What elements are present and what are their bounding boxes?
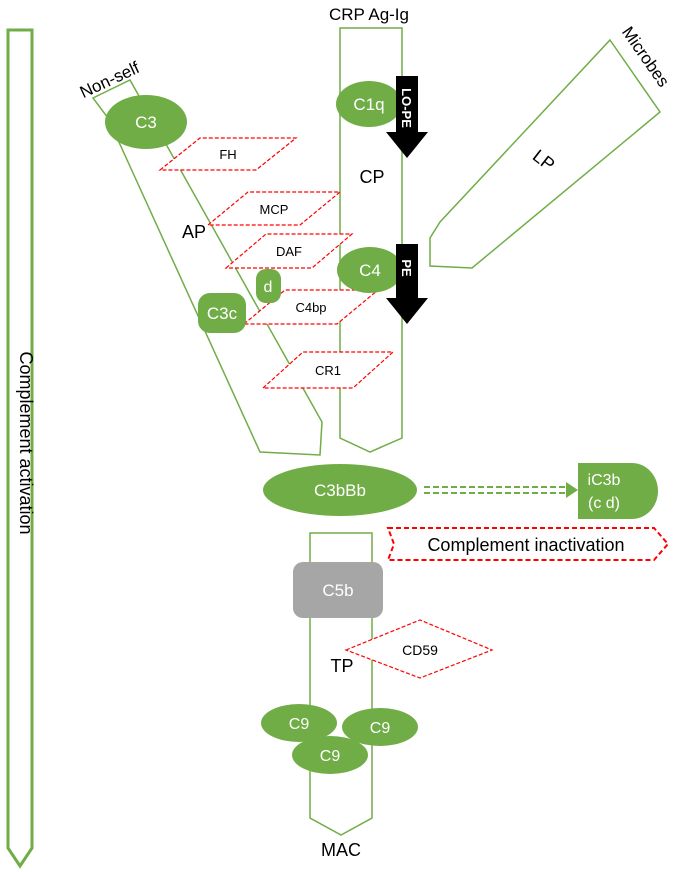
ic3b-label-line1: iC3b xyxy=(588,472,621,489)
regulator-daf: DAF xyxy=(224,233,354,269)
component-c3c-d: C3c d xyxy=(198,269,281,333)
mac-label: MAC xyxy=(321,840,361,860)
complement-activation-bar xyxy=(6,28,34,869)
component-c3bbb: C3bBb xyxy=(263,464,417,516)
cr1-label: CR1 xyxy=(315,363,341,378)
pe-label: PE xyxy=(399,259,414,277)
regulator-mcp: MCP xyxy=(206,191,342,226)
lo-pe-label: LO-PE xyxy=(399,88,414,128)
c3bbb-label: C3bBb xyxy=(314,481,366,500)
component-c3: C3 xyxy=(105,95,187,149)
component-c1q: C1q xyxy=(336,81,402,127)
daf-label: DAF xyxy=(276,244,302,259)
complement-inactivation-label: Complement inactivation xyxy=(427,535,624,555)
regulator-cr1: CR1 xyxy=(261,351,395,389)
cp-label: CP xyxy=(359,167,384,187)
crp-ag-ig-label: CRP Ag-Ig xyxy=(329,5,409,24)
inactivation-arrow xyxy=(424,482,578,498)
regulator-fh: FH xyxy=(158,137,298,171)
cd59-label: CD59 xyxy=(402,642,438,658)
lp-pathway-tube xyxy=(429,38,662,269)
fh-label: FH xyxy=(219,147,236,162)
component-c4: C4 xyxy=(337,247,403,293)
c5b-label: C5b xyxy=(322,581,353,600)
c3c-label: C3c xyxy=(207,304,238,323)
regulator-cd59: CD59 xyxy=(344,619,494,679)
c9-bottom-label: C9 xyxy=(320,748,341,765)
c1q-label: C1q xyxy=(353,95,384,114)
tp-label: TP xyxy=(330,656,353,676)
c9-left-label: C9 xyxy=(289,716,310,733)
complement-inactivation-box: Complement inactivation xyxy=(386,527,670,561)
ic3b-label-line2: (c d) xyxy=(588,495,620,512)
complement-activation-label: Complement activation xyxy=(16,351,36,534)
component-c5b: C5b xyxy=(293,562,383,618)
d-label: d xyxy=(264,279,273,296)
c3-label: C3 xyxy=(135,113,157,132)
c4bp-label: C4bp xyxy=(295,300,326,315)
component-c9-bottom: C9 xyxy=(292,736,368,774)
component-c9-right: C9 xyxy=(342,708,418,746)
pe-arrow: PE xyxy=(386,244,428,324)
component-ic3b: iC3b (c d) xyxy=(578,463,658,519)
ap-label: AP xyxy=(182,222,206,242)
c9-right-label: C9 xyxy=(370,720,391,737)
mcp-label: MCP xyxy=(260,202,289,217)
lo-pe-arrow: LO-PE xyxy=(386,76,428,158)
component-c9-left: C9 xyxy=(261,704,337,742)
c4-label: C4 xyxy=(359,261,381,280)
